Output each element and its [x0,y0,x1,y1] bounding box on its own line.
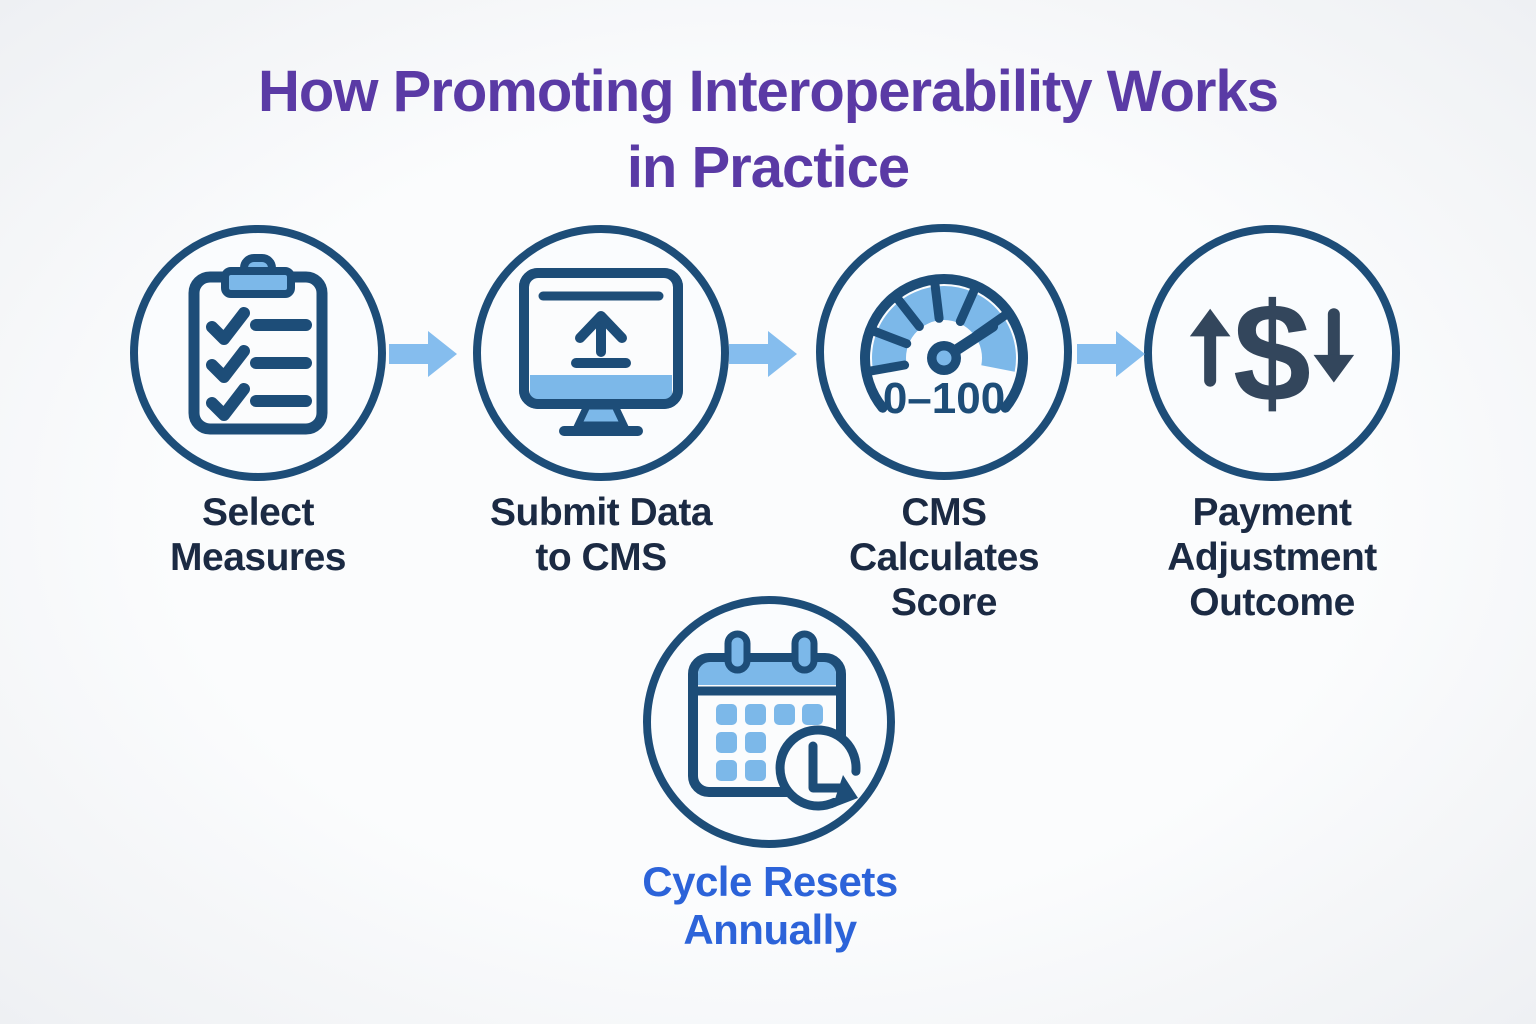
page-title-line-1: How Promoting Interoperability Works [258,59,1279,124]
step-label-line: CMS [901,491,987,534]
step-label-cms-score: CMS Calculates Score [764,490,1124,625]
cycle-label-line: Cycle Resets [642,858,898,905]
step-label-line: Select [202,491,314,534]
cycle-label-line: Annually [683,906,857,953]
step-circle-select-measures [130,225,386,481]
step-label-line: Payment [1192,491,1352,534]
arrow-right-icon [1077,331,1145,377]
step-label-payment-adjustment: Payment Adjustment Outcome [1092,490,1452,625]
step-label-line: Calculates [848,536,1040,579]
step-label-select-measures: Select Measures [78,490,438,580]
step-circle-submit-data [473,225,729,481]
gauge-icon: 0–100 [860,273,1028,423]
dollar-adjustment-icon: $ [1189,274,1355,431]
step-label-line: Submit Data [489,491,713,534]
step-circle-cms-score: 0–100 [816,224,1072,480]
clipboard-checklist-icon [188,254,328,435]
step-circle-payment-adjustment: $ [1144,225,1400,481]
arrow-right-icon [389,331,457,377]
step-label-line: to CMS [535,536,667,579]
gauge-range-label: 0–100 [883,374,1005,423]
step-label-line: Score [891,581,997,624]
step-label-line: Outcome [1189,581,1355,624]
page-title-line-2: in Practice [626,135,910,200]
arrow-right-icon [729,331,797,377]
cycle-label-annual-reset: Cycle Resets Annually [568,858,972,954]
dollar-sign-glyph: $ [1233,274,1311,431]
step-label-line: Adjustment [1167,536,1377,579]
calendar-clock-icon [688,630,861,811]
cycle-circle-annual-reset [643,596,895,848]
step-label-submit-data: Submit Data to CMS [421,490,781,580]
step-label-line: Measures [170,536,346,579]
monitor-upload-icon [519,268,683,436]
